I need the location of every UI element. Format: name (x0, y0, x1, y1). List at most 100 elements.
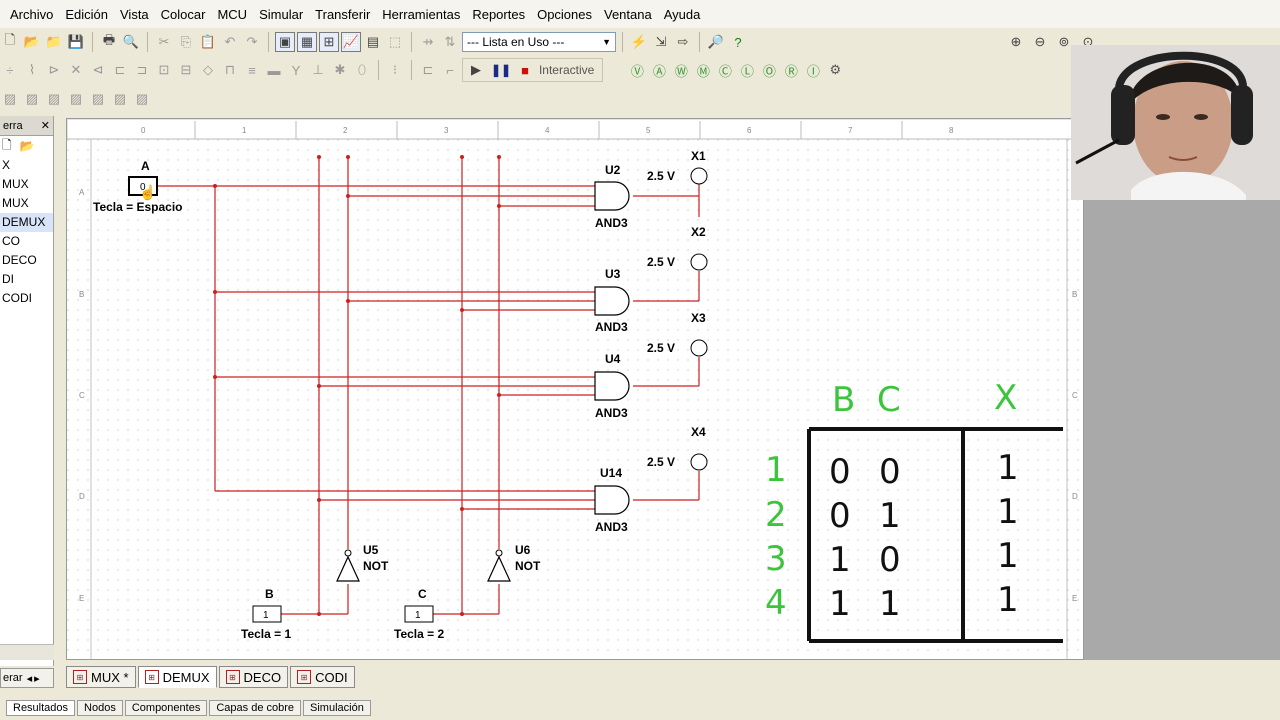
graphic-tool-icon[interactable]: ▨ (113, 91, 127, 106)
and-gate-u3[interactable] (594, 286, 630, 316)
menu-opciones[interactable]: Opciones (537, 6, 592, 22)
place-hierarchical-icon[interactable]: ⬯ (357, 62, 367, 77)
logic-analyzer-icon[interactable]: Ⓞ (762, 63, 776, 79)
diode-icon[interactable]: ⊳ (48, 62, 60, 77)
advanced-peripherals-icon[interactable]: ▬ (267, 62, 281, 78)
tab-mux[interactable]: ⊞ MUX * (66, 666, 136, 688)
save-icon[interactable]: 💾 (67, 34, 85, 49)
schematic-svg[interactable]: 0 1 2 3 4 5 6 7 8 A B C D E A B C D E (67, 119, 1084, 660)
graphic-tool-icon[interactable]: ▨ (91, 91, 105, 106)
menu-ayuda[interactable]: Ayuda (663, 6, 701, 22)
tree-item[interactable]: DI (2, 272, 14, 286)
open-folder-icon[interactable]: 📂 (19, 139, 35, 153)
menu-edicion[interactable]: Edición (65, 6, 108, 22)
database-icon[interactable]: ⊞ (319, 32, 339, 52)
zoom-fit-icon[interactable]: ⊙ (1082, 34, 1094, 49)
misc-icon[interactable]: ≡ (248, 62, 256, 78)
multimeter-icon[interactable]: Ⓥ (630, 63, 644, 79)
ttl-icon[interactable]: ⊏ (114, 62, 126, 77)
zoom-area-icon[interactable]: ⊚ (1058, 34, 1070, 49)
input-switch-b[interactable] (252, 605, 282, 623)
indicator-icon[interactable]: ◇ (203, 62, 213, 77)
not-gate-u6[interactable] (487, 555, 511, 582)
graphic-tool-icon[interactable]: ▨ (25, 91, 39, 106)
in-use-list-dropdown[interactable]: --- Lista en Uso --- ▼ (462, 32, 616, 52)
basic-icon[interactable]: ⌇ (28, 62, 36, 77)
tree-item[interactable]: X (2, 158, 11, 172)
tab-capas-de-cobre[interactable]: Capas de cobre (209, 700, 302, 716)
logic-converter-icon[interactable]: Ⓡ (784, 63, 798, 79)
tree-item[interactable]: MUX (2, 196, 29, 210)
mixed-icon[interactable]: ⊟ (180, 62, 192, 77)
back-annotate-icon[interactable]: ⇲ (655, 34, 667, 49)
analog-icon[interactable]: ⊲ (92, 62, 104, 77)
tree-item[interactable]: CODI (2, 291, 32, 305)
and-gate-u2[interactable] (594, 181, 630, 211)
tree-item[interactable]: MUX (2, 177, 29, 191)
component-wizard-icon[interactable]: ⬚ (388, 34, 402, 49)
menu-colocar[interactable]: Colocar (160, 6, 206, 22)
input-switch-c[interactable] (404, 605, 434, 623)
erc-icon[interactable]: ⚡ (630, 34, 648, 49)
probe-x2[interactable] (690, 253, 708, 271)
horizontal-scrollbar[interactable] (0, 644, 54, 660)
panel-tab-hierarchy[interactable]: erar ◂ ▸ (0, 668, 54, 688)
help-icon[interactable]: ? (734, 34, 742, 50)
tab-demux[interactable]: ⊞ DEMUX (137, 666, 217, 688)
settings-gear-icon[interactable]: ⚙ (829, 62, 842, 77)
zoom-in-icon[interactable]: ⊕ (1010, 34, 1022, 49)
menu-archivo[interactable]: Archivo (10, 6, 54, 22)
schematic-canvas[interactable]: 0 1 2 3 4 5 6 7 8 A B C D E A B C D E (66, 118, 1084, 660)
new-sheet-icon[interactable]: 🗋 (2, 137, 12, 152)
paste-icon[interactable]: 📋 (199, 34, 217, 49)
zoom-out-icon[interactable]: ⊖ (1034, 34, 1046, 49)
graphic-tool-icon[interactable]: ▨ (3, 91, 17, 106)
menu-ventana[interactable]: Ventana (604, 6, 652, 22)
menu-reportes[interactable]: Reportes (472, 6, 526, 22)
misc-digital-icon[interactable]: ⊡ (158, 62, 170, 77)
open-sample-icon[interactable]: 📁 (45, 34, 63, 49)
tab-simulacion[interactable]: Simulación (303, 700, 371, 716)
tab-codi[interactable]: ⊞ CODI (290, 666, 355, 688)
graphic-tool-icon[interactable]: ▨ (135, 91, 149, 106)
tree-item[interactable]: DECO (2, 253, 37, 267)
cmos-icon[interactable]: ⊐ (136, 62, 148, 77)
interactive-mode-label[interactable]: Interactive (538, 63, 595, 77)
function-generator-icon[interactable]: Ⓐ (652, 63, 666, 79)
stop-icon[interactable]: ■ (521, 62, 529, 78)
probe-x4[interactable] (690, 453, 708, 471)
cut-icon[interactable]: ✂ (158, 34, 170, 49)
tree-item-selected[interactable]: DEMUX (0, 213, 53, 232)
menu-transferir[interactable]: Transferir (315, 6, 371, 22)
tab-componentes[interactable]: Componentes (124, 700, 208, 716)
copy-icon[interactable]: ⎘ (180, 34, 192, 49)
place-bus-icon[interactable]: ⁝ (392, 62, 398, 77)
source-icon[interactable]: ÷ (6, 62, 14, 78)
tree-item[interactable]: CO (2, 234, 20, 248)
power-icon[interactable]: ⊓ (224, 62, 236, 77)
probe-x1[interactable] (690, 167, 708, 185)
hierarchy-icon[interactable]: ⇅ (444, 34, 456, 49)
print-icon[interactable]: 🖶 (102, 32, 116, 47)
iv-analyzer-icon[interactable]: Ⓘ (806, 63, 820, 79)
tab-nodos[interactable]: Nodos (77, 700, 123, 716)
chevron-left-icon[interactable]: ◂ (26, 672, 33, 685)
mcu-icon[interactable]: ✱ (334, 62, 346, 77)
grapher-icon[interactable]: 📈 (341, 32, 361, 52)
transistor-icon[interactable]: ✕ (70, 62, 82, 77)
graphic-tool-icon[interactable]: ▨ (69, 91, 83, 106)
design-toolbox-icon[interactable]: ▣ (275, 32, 295, 52)
wattmeter-icon[interactable]: Ⓦ (674, 63, 688, 79)
input-switch-a[interactable] (128, 176, 158, 196)
not-gate-u5[interactable] (336, 555, 360, 582)
menu-herramientas[interactable]: Herramientas (382, 6, 461, 22)
probe-x3[interactable] (690, 339, 708, 357)
print-preview-icon[interactable]: 🔍 (122, 34, 140, 49)
close-icon[interactable]: ✕ (40, 120, 50, 132)
chevron-right-icon[interactable]: ▸ (34, 672, 40, 685)
rf-icon[interactable]: Y (291, 62, 301, 78)
graphic-tool-icon[interactable]: ▨ (47, 91, 61, 106)
and-gate-u14[interactable] (594, 485, 630, 515)
menu-vista[interactable]: Vista (120, 6, 149, 22)
postprocessor-icon[interactable]: ▤ (366, 34, 380, 49)
